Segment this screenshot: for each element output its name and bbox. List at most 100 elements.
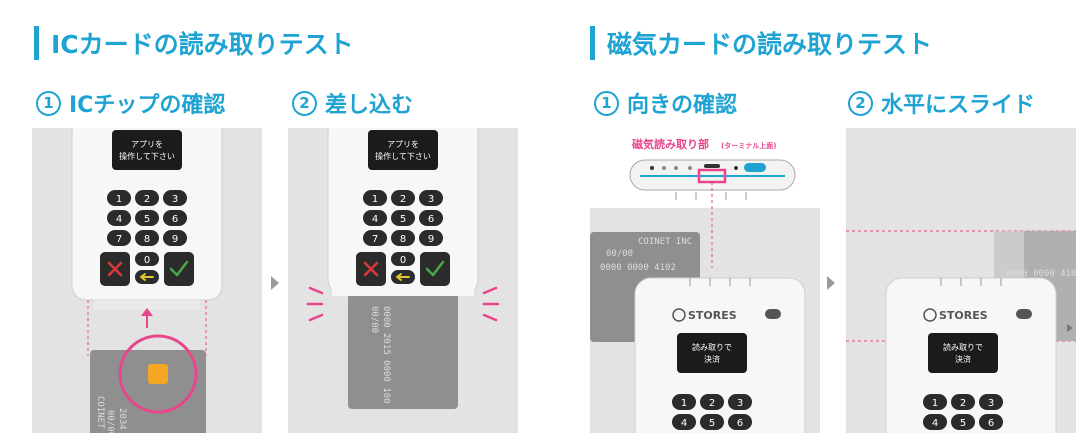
indicator-dot [650,166,654,170]
key-3 [419,190,443,206]
power-switch-icon [744,163,766,172]
step-number-badge: 1 [594,90,619,116]
slot-marker [704,164,720,168]
key-4 [363,210,387,226]
screen-text-line2: 決済 [704,354,720,364]
ic-chip-check-illustration: アプリを 操作して下さい 1 2 3 4 5 6 7 8 9 0 [32,128,262,433]
screen-text-line1: 読み取りで [692,342,732,352]
ic-section-title: ICカードの読み取りテスト [34,26,354,60]
power-switch-icon [1016,309,1032,319]
key-label: 3 [172,194,178,205]
key-0 [135,252,159,266]
indicator-dot [734,166,738,170]
key-3 [979,394,1003,410]
confirm-key [420,252,450,286]
key-1 [923,394,947,410]
key-7 [107,230,131,246]
backspace-arrow-icon [140,273,154,281]
card-mag-name: COINET INC [638,237,692,247]
key-3 [728,394,752,410]
backspace-arrow-icon [396,273,410,281]
key-1 [107,190,131,206]
magnetic-step-2-heading: 2 水平にスライド [848,86,1035,120]
key-label: 8 [400,234,406,245]
chip-highlight-circle [118,334,198,414]
key-label: 3 [737,398,743,409]
key-5 [391,210,415,226]
indicator-dot [662,166,666,170]
terminal-bottom-slot [94,300,200,310]
confirm-check-icon [425,260,445,277]
magnetic-reader-label: 磁気読み取り部 [632,137,709,151]
key-0 [391,252,415,266]
key-label: 6 [172,214,178,225]
inserted-ic-card [348,294,458,409]
key-label: 5 [960,418,966,429]
card-mag-number: 0000 0000 4102 [600,263,676,273]
card-number-line: 0000 2015 0000 100 [381,306,391,404]
card-mag-number: 0000 0000 4102 [1006,269,1076,279]
terminal-screen [112,130,182,170]
key-label: 6 [737,418,743,429]
key-5 [951,414,975,430]
key-6 [163,210,187,226]
key-5 [135,210,159,226]
screen-text-line1: アプリを [131,140,163,149]
section-accent-bar [590,26,595,60]
screen-text-line1: アプリを [387,140,419,149]
ic-section-title-text: ICカードの読み取りテスト [51,30,354,59]
key-label: 5 [709,418,715,429]
key-label: 2 [400,194,406,205]
up-arrow-icon [141,308,153,316]
section-accent-bar [34,26,39,60]
magnetic-orientation-illustration: 磁気読み取り部 (ターミナル上面) 0000 0000 4102 00/00 C… [590,128,820,433]
cancel-x-icon [363,261,379,277]
key-label: 9 [428,234,434,245]
key-6 [419,210,443,226]
power-switch-icon [765,309,781,319]
vibration-marks-left-icon [306,286,324,322]
key-label: 0 [144,255,150,266]
key-7 [363,230,387,246]
step-number-badge: 2 [848,90,873,116]
key-label: 1 [932,398,938,409]
terminal-slot-edge [332,288,474,296]
key-label: 2 [960,398,966,409]
step-number-badge: 1 [36,90,61,116]
magnetic-section-title-text: 磁気カードの読み取りテスト [607,30,933,59]
magnetic-step-1-heading: 1 向きの確認 [594,86,737,120]
screen-text-line2: 操作して下さい [119,151,175,161]
key-label: 4 [116,214,122,225]
card-name-text: COINET INC [95,396,105,433]
ic-insert-illustration: アプリを 操作して下さい 1 2 3 4 5 6 7 8 9 0 [288,128,518,433]
key-label: 1 [681,398,687,409]
key-5 [700,414,724,430]
key-4 [672,414,696,430]
key-6 [979,414,1003,430]
card-expiry: 00/00 [105,410,115,433]
key-8 [391,230,415,246]
next-step-arrow-icon [271,276,279,290]
key-label: 6 [428,214,434,225]
indicator-dot [688,166,692,170]
key-1 [672,394,696,410]
key-label: 2 [144,194,150,205]
key-2 [951,394,975,410]
key-9 [419,230,443,246]
step-label: 水平にスライド [881,93,1036,118]
key-4 [923,414,947,430]
key-label: 4 [681,418,687,429]
stores-logo-icon [672,308,686,322]
step-label: ICチップの確認 [69,93,226,118]
magnetic-section-title: 磁気カードの読み取りテスト [590,26,932,60]
card-number-fragment: 2034 [117,408,127,430]
next-step-arrow-icon [827,276,835,290]
cancel-x-icon [107,261,123,277]
step-label: 向きの確認 [627,93,738,118]
key-label: 1 [372,194,378,205]
key-3 [163,190,187,206]
key-label: 0 [400,255,406,266]
key-label: 5 [400,214,406,225]
screen-text-line1: 読み取りで [943,342,983,352]
key-8 [135,230,159,246]
